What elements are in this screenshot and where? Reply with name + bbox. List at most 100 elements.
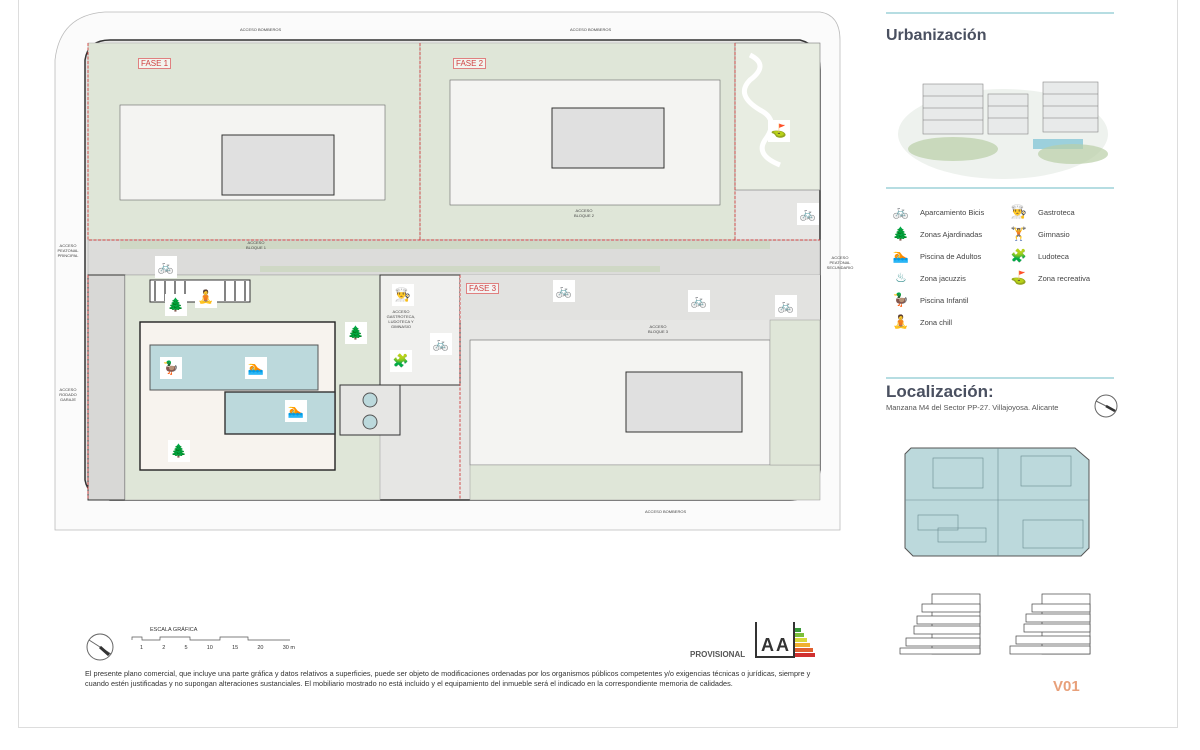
dumbbell-icon: 🏋: [1010, 226, 1028, 241]
north-compass-icon: [86, 633, 114, 661]
provisional-label: PROVISIONAL: [690, 650, 746, 659]
legend-item: 🏊 Piscina de Adultos: [892, 248, 981, 264]
urbanizacion-title: Urbanización: [886, 27, 987, 44]
location-address: Manzana M4 del Sector PP-27. Villajoyosa…: [886, 403, 1059, 412]
bicycle-parking-icon: 🚲: [797, 203, 819, 225]
fase3-garden: [469, 464, 821, 501]
bicycle-parking-icon: 🚲: [553, 280, 575, 302]
bicycle-parking-icon: 🚲: [892, 204, 910, 219]
legend-item: 🚲 Aparcamiento Bicis: [892, 204, 984, 220]
access-bloque-1-label: ACCESO BLOQUE 1: [245, 240, 266, 250]
bicycle-parking-icon: 🚲: [688, 290, 710, 312]
access-bloque-2-label: ACCESO BLOQUE 2: [573, 208, 594, 218]
puzzle-icon: 🧩: [1010, 248, 1028, 263]
access-peatonal-secundario-label: ACCESO PEATONAL SECUNDARIO: [826, 255, 854, 270]
chef-hat-icon: 👨‍🍳: [392, 284, 414, 306]
legend-item: ⛳ Zona recreativa: [1010, 270, 1090, 286]
legend-item: 👨‍🍳 Gastroteca: [1010, 204, 1075, 220]
scale-tick: 2: [162, 645, 166, 651]
puzzle-icon: 🧩: [390, 350, 412, 372]
divider: [886, 187, 1114, 189]
meditation-icon: 🧘: [195, 286, 217, 308]
phase-label-1: FASE 1: [138, 58, 172, 69]
location-map: [904, 447, 1090, 557]
fase3-plaza: [460, 275, 820, 320]
sheet-frame: [18, 0, 1178, 728]
bicycle-parking-icon: 🚲: [430, 333, 452, 355]
bicycle-parking-icon: 🚲: [775, 295, 797, 317]
swimmer-icon: 🏊: [245, 357, 267, 379]
legend-label: Piscina Infantil: [920, 295, 969, 305]
scale-tick: 20: [257, 645, 264, 651]
scale-bar: [131, 636, 290, 641]
legal-disclaimer: El presente plano comercial, que incluye…: [85, 669, 811, 688]
legend-label: Ludoteca: [1038, 251, 1069, 261]
scale-tick: 15: [232, 645, 239, 651]
scale-tick: 10: [206, 645, 213, 651]
phase-label-3: FASE 3: [466, 283, 500, 294]
scale-ticks: 1 2 5 10 15 20 30 m: [140, 645, 295, 651]
elevation-section: [899, 593, 1091, 655]
fase3-side-garden: [769, 319, 821, 466]
access-garage-label: ACCESO RODADO GARAJE: [59, 387, 77, 402]
trees-icon: 🌲: [345, 322, 367, 344]
access-gastroteca-label: ACCESO GASTROTECA, LUDOTECA Y GIMNASIO: [386, 309, 416, 329]
phase-lines: [87, 43, 820, 500]
chef-hat-icon: 👨‍🍳: [1010, 204, 1028, 219]
legend-label: Zona recreativa: [1038, 273, 1091, 283]
energy-rating-letter: A: [761, 635, 774, 655]
scale-tick: 5: [184, 645, 188, 651]
bicycle-parking-icon: 🚲: [155, 256, 177, 278]
garage-ramp: [87, 274, 126, 501]
legend-label: Aparcamiento Bicis: [920, 207, 985, 217]
access-bloque-3-label: ACCESO BLOQUE 3: [647, 324, 668, 334]
legend-label: Gastroteca: [1038, 207, 1075, 217]
legend-item: 🏋 Gimnasio: [1010, 226, 1070, 242]
swimmer-icon: 🏊: [285, 400, 307, 422]
legend-label: Zona jacuzzis: [920, 273, 966, 283]
legend-item: 🦆 Piscina Infantil: [892, 292, 968, 308]
legend-item: 🌲 Zonas Ajardinadas: [892, 226, 982, 242]
second-pool: [224, 391, 336, 435]
trees-icon: 🌲: [892, 226, 910, 241]
trees-icon: 🌲: [165, 294, 187, 316]
bloque3-core: [625, 371, 743, 433]
legend-item: 🧩 Ludoteca: [1010, 248, 1069, 264]
duck-float-icon: 🦆: [160, 357, 182, 379]
energy-scale-bars: [795, 628, 815, 657]
energy-rating-letter: A: [776, 635, 789, 655]
divider: [886, 12, 1114, 14]
scale-tick: 1: [140, 645, 144, 651]
jacuzzi-icon: ♨: [895, 270, 907, 285]
access-bomberos-label: ACCESO BOMBEROS: [645, 509, 687, 514]
legend-label: Zona chill: [920, 317, 953, 327]
divider: [886, 377, 1114, 379]
access-peatonal-principal-label: ACCESO PEATONAL PRINCIPAL: [57, 243, 79, 258]
urbanization-render-image: [898, 81, 1108, 179]
site-plan: [54, 11, 841, 531]
bloque1-core: [221, 134, 335, 196]
hedge-strip-2: [260, 266, 660, 272]
localizacion-title: Localización:: [886, 382, 994, 401]
legend-label: Gimnasio: [1038, 229, 1070, 239]
meditation-icon: 🧘: [892, 314, 910, 329]
duck-float-icon: 🦆: [892, 292, 910, 307]
access-bomberos-label: ACCESO BOMBEROS: [570, 27, 612, 32]
legend-label: Zonas Ajardinadas: [920, 229, 983, 239]
legend-item: 🧘 Zona chill: [892, 314, 952, 330]
hedge-strip: [120, 241, 770, 249]
minigolf: [734, 42, 821, 191]
swimmer-icon: 🏊: [892, 248, 910, 263]
trees-icon: 🌲: [168, 440, 190, 462]
legend-item: ♨ Zona jacuzzis: [892, 270, 966, 286]
scale-tick: 30 m: [282, 645, 295, 651]
version-label: V01: [1053, 678, 1080, 695]
legend-label: Piscina de Adultos: [920, 251, 982, 261]
phase-label-2: FASE 2: [453, 58, 487, 69]
access-bomberos-label: ACCESO BOMBEROS: [240, 27, 282, 32]
golf-flag-icon: ⛳: [768, 120, 790, 142]
scale-title: ESCALA GRÁFICA: [150, 627, 198, 633]
north-compass-icon: [1094, 394, 1118, 418]
golf-flag-icon: ⛳: [1010, 270, 1028, 285]
